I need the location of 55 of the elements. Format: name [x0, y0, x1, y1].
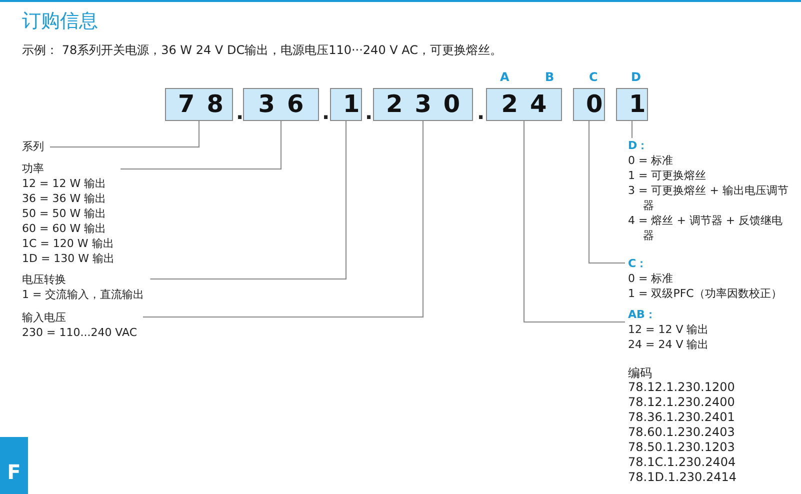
option-text: 0 = 标准	[628, 153, 674, 168]
code-box: 1	[616, 88, 648, 121]
code-example: 78.1D.1.230.2414	[628, 470, 736, 484]
leader-line	[150, 120, 346, 280]
section-heading: C：	[628, 256, 648, 271]
option-text: 50 = 50 W 输出	[22, 206, 108, 221]
leader-line	[524, 120, 626, 322]
section-heading: AB：	[628, 307, 657, 322]
leader-line	[588, 120, 626, 264]
page-title: 订购信息	[22, 9, 98, 34]
section-heading: D：	[628, 138, 650, 153]
option-text: 0 = 标准	[628, 271, 674, 286]
code-box: 78	[165, 88, 233, 121]
code-box: 36	[243, 88, 319, 121]
code-example: 78.50.1.230.1203	[628, 440, 735, 454]
option-text: 1 = 交流输入，直流输出	[22, 287, 144, 302]
code-example: 78.60.1.230.2403	[628, 425, 735, 439]
position-letter: C	[589, 70, 598, 84]
leader-line	[120, 120, 282, 170]
separator-dot: .	[322, 100, 330, 124]
option-text: 12 = 12 V 输出	[628, 322, 710, 337]
option-text: 24 = 24 V 输出	[628, 337, 710, 352]
position-letter: B	[545, 70, 554, 84]
section-heading: 输入电压	[22, 310, 67, 325]
section-tab-letter: F	[0, 437, 28, 494]
option-text: 1 = 可更换熔丝	[628, 168, 708, 183]
option-text: 230 = 110...240 VAC	[22, 325, 138, 340]
option-text: 1C = 120 W 输出	[22, 236, 115, 251]
leader-line	[50, 120, 200, 148]
option-text: 1 = 双级PFC（功率因数校正）	[628, 286, 783, 301]
code-box: 1	[330, 88, 362, 121]
separator-dot: .	[236, 100, 244, 124]
option-text: 36 = 36 W 输出	[22, 191, 108, 206]
section-heading: 电压转换	[22, 272, 67, 287]
position-letter: A	[500, 70, 510, 84]
code-example: 78.12.1.230.1200	[628, 380, 735, 394]
section-heading: 系列	[22, 139, 44, 154]
code-box: 24	[486, 88, 562, 121]
code-box: 0	[573, 88, 605, 121]
option-text: 60 = 60 W 输出	[22, 221, 108, 236]
code-example: 78.12.1.230.2400	[628, 395, 735, 409]
example-note: 示例： 78系列开关电源，36 W 24 V DC输出，电源电压110···240 V AC，可更换熔丝。	[22, 42, 502, 59]
option-text: 3 = 可更换熔丝 + 输出电压调节器	[628, 183, 790, 213]
position-letter: D	[631, 70, 641, 84]
option-text: 12 = 12 W 输出	[22, 176, 108, 191]
separator-dot: .	[365, 100, 373, 124]
code-box: 230	[373, 88, 473, 121]
option-text: 1D = 130 W 输出	[22, 251, 115, 266]
code-example: 78.36.1.230.2401	[628, 410, 735, 424]
option-text: 4 = 熔丝 + 调节器 + 反馈继电器	[628, 213, 784, 243]
leader-line	[142, 120, 424, 318]
separator-dot: .	[477, 100, 485, 124]
code-example: 78.1C.1.230.2404	[628, 455, 736, 469]
section-heading: 功率	[22, 161, 45, 176]
list-heading: 编码	[628, 365, 652, 382]
